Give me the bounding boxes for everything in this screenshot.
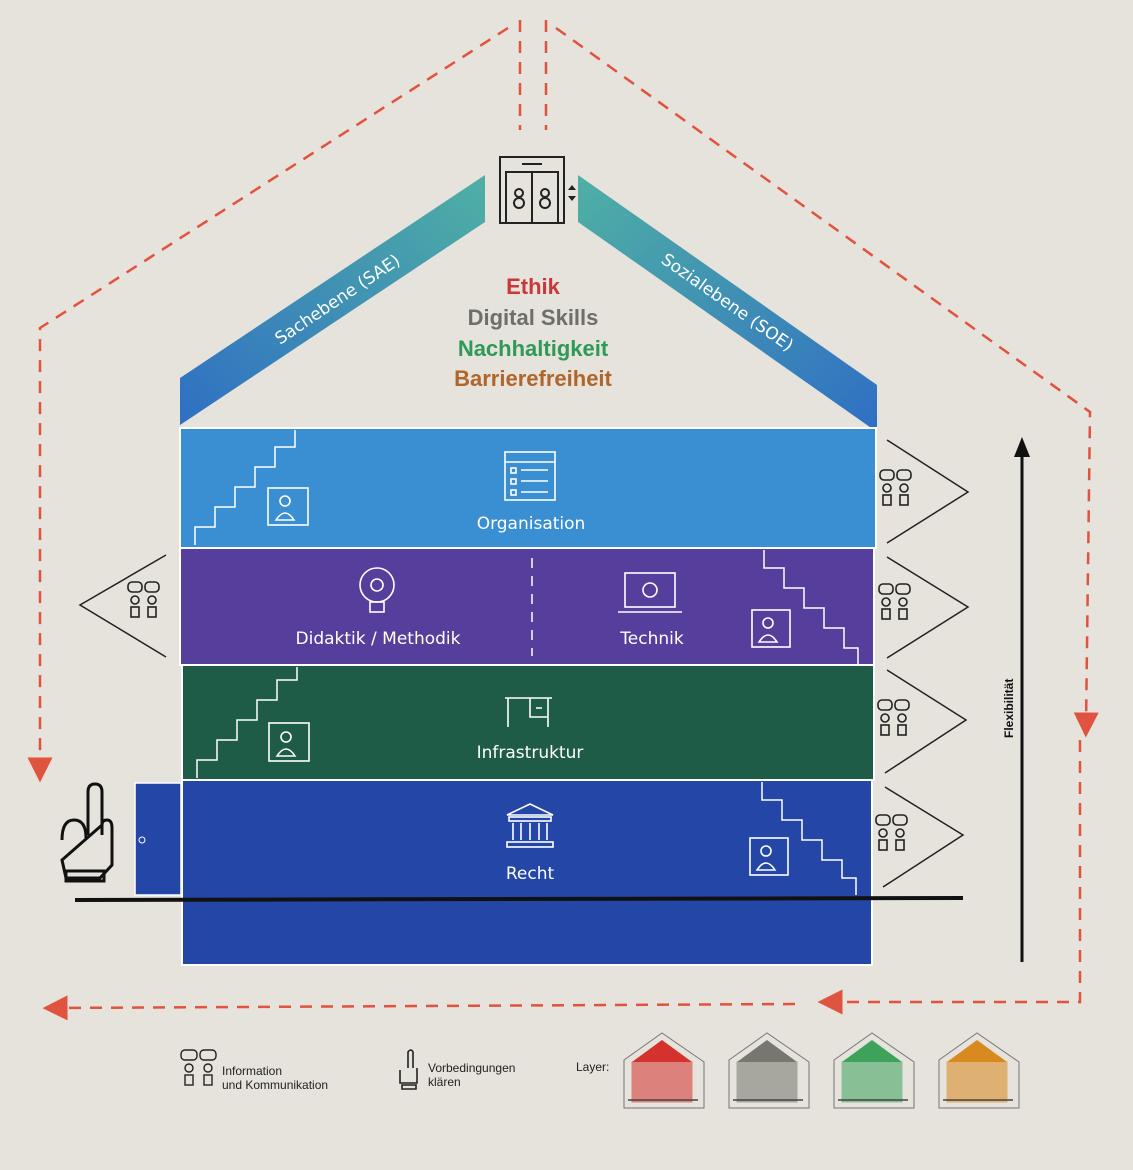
label-didaktik: Didaktik / Methodik	[296, 629, 461, 649]
communication-triangles	[78, 439, 970, 888]
label-technik: Technik	[619, 629, 684, 649]
checklist-icon	[504, 451, 556, 501]
layer-recht	[181, 779, 873, 966]
label-infrastruktur: Infrastruktur	[477, 743, 584, 763]
legend-pre-line1: Vorbedingungen	[428, 1061, 515, 1075]
roof-band-left	[180, 175, 485, 425]
stairs-icons	[194, 430, 859, 895]
pointing-hand-icon	[60, 782, 114, 883]
laptop-gear-icon	[618, 572, 682, 613]
flexibility-label: Flexibilität	[1002, 679, 1016, 738]
value-nachhaltigkeit: Nachhaltigkeit	[458, 336, 609, 361]
ground-line	[74, 896, 964, 902]
flow-arrows	[27, 20, 1099, 1021]
desk-icon	[505, 697, 552, 727]
label-recht: Recht	[506, 864, 555, 884]
legend-info-line2: und Kommunikation	[222, 1078, 328, 1092]
roof-right-label: Sozialebene (SOE)	[657, 250, 797, 356]
legend-hand-icon	[399, 1049, 418, 1090]
layer-house-icon	[833, 1032, 915, 1109]
layer-didaktik-technik	[179, 547, 875, 666]
value-ethik: Ethik	[506, 274, 561, 299]
info-communication-icons	[127, 469, 912, 851]
legend-info-icon	[180, 1049, 217, 1086]
legend-pre-line2: klären	[428, 1075, 461, 1089]
courthouse-icon	[506, 803, 554, 848]
door	[134, 782, 182, 896]
value-digital-skills: Digital Skills	[468, 305, 599, 330]
layer-house-icon	[728, 1032, 810, 1109]
person-icons	[267, 487, 791, 876]
legend-layer-label: Layer:	[576, 1060, 609, 1074]
roof-left-label: Sachebene (SAE)	[272, 251, 405, 349]
layer-house-icon	[938, 1032, 1020, 1109]
label-organisation: Organisation	[477, 514, 586, 534]
lightbulb-gear-icon	[359, 567, 395, 613]
layer-organisation	[179, 427, 877, 549]
roof-band-right	[578, 175, 877, 432]
layer-house-icon	[623, 1032, 705, 1109]
value-barrierefreiheit: Barrierefreiheit	[454, 366, 612, 391]
elevator-icon	[499, 156, 576, 224]
legend-info-line1: Information	[222, 1064, 282, 1078]
